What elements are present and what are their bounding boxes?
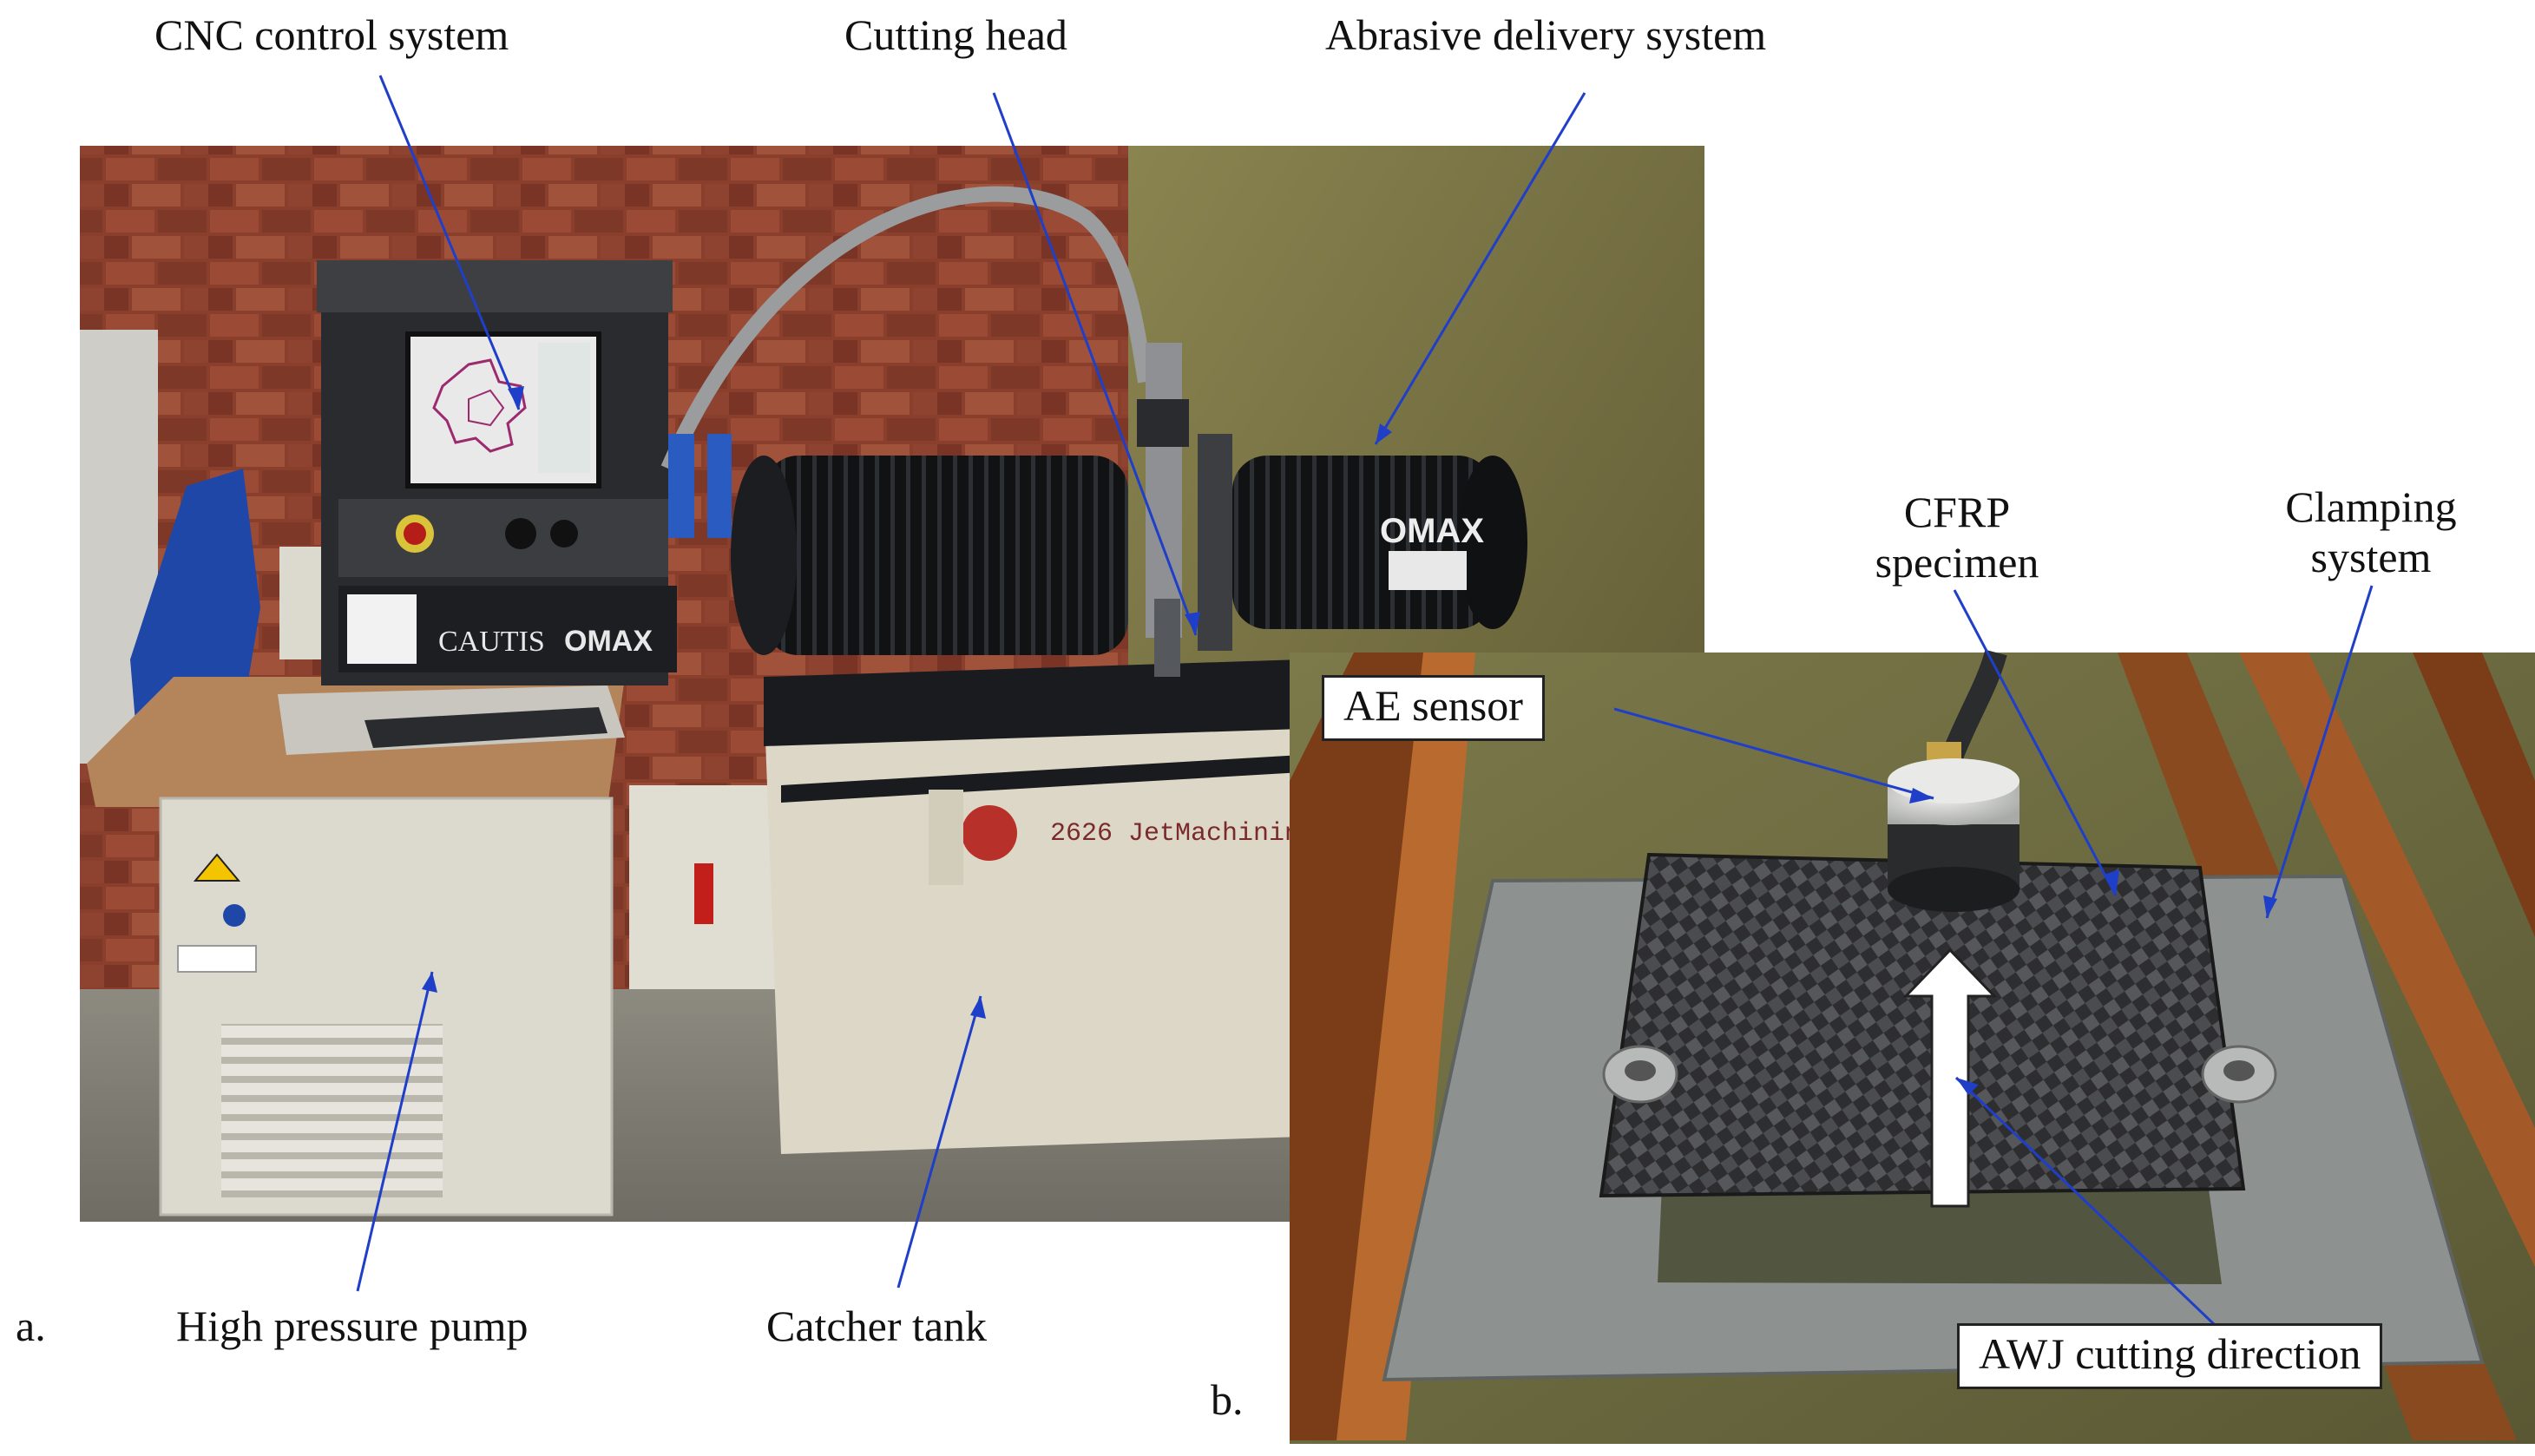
arrowhead-abrasive <box>1376 423 1392 444</box>
arrowhead-clamping <box>2263 895 2277 918</box>
leader-catcher <box>896 995 982 1289</box>
label-catcher-tank: Catcher tank <box>766 1302 988 1350</box>
arrowhead-cnc <box>508 386 524 410</box>
label-cnc-control-system: CNC control system <box>154 10 509 59</box>
arrowhead-catcher <box>970 996 986 1019</box>
label-abrasive-delivery-system: Abrasive delivery system <box>1325 10 1767 59</box>
arrowhead-awj <box>1956 1078 1979 1095</box>
leader-cfrp <box>1953 589 2118 896</box>
gear-outline-icon <box>432 358 527 453</box>
leader-abrasive <box>1374 92 1586 445</box>
cutting-direction-arrow <box>1902 948 1998 1208</box>
leader-awj <box>1954 1076 2236 1345</box>
panel-b-photo <box>1290 649 2535 1444</box>
label-cfrp-specimen: CFRP specimen <box>1870 488 2044 587</box>
arrowhead-cfrp <box>2104 869 2119 895</box>
label-cutting-head: Cutting head <box>844 10 1067 59</box>
label-clamping-line2: system <box>2310 532 2432 581</box>
leader-cnc <box>378 75 521 410</box>
leader-ae-sensor <box>1613 707 1934 800</box>
leader-clamping <box>2265 585 2374 919</box>
arrowhead-pump <box>422 972 437 993</box>
label-high-pressure-pump: High pressure pump <box>176 1302 529 1350</box>
leader-arrowheads <box>422 386 2277 1095</box>
leader-cutting-head <box>992 92 1198 636</box>
console-brand-text: CAUTIS <box>438 626 545 658</box>
console-omax-text: OMAX <box>564 625 653 658</box>
label-awj-cutting-direction: AWJ cutting direction <box>1957 1323 2383 1389</box>
tank-model-text: 2626 JetMachining <box>1050 819 1316 849</box>
leader-lines <box>356 75 2374 1345</box>
drum-omax-text: OMAX <box>1380 512 1484 550</box>
leader-pump <box>356 971 434 1292</box>
label-cfrp-line2: specimen <box>1875 537 2039 587</box>
arrowhead-cutting-head <box>1185 612 1200 635</box>
label-cfrp-line1: CFRP <box>1903 488 2011 536</box>
arrowhead-ae-sensor <box>1909 788 1934 803</box>
panel-a-letter: a. <box>16 1302 46 1350</box>
label-clamping-line1: Clamping <box>2285 482 2457 531</box>
panel-b-letter: b. <box>1211 1375 1244 1424</box>
label-clamping-system: Clamping system <box>2258 482 2484 582</box>
label-ae-sensor: AE sensor <box>1322 675 1545 741</box>
